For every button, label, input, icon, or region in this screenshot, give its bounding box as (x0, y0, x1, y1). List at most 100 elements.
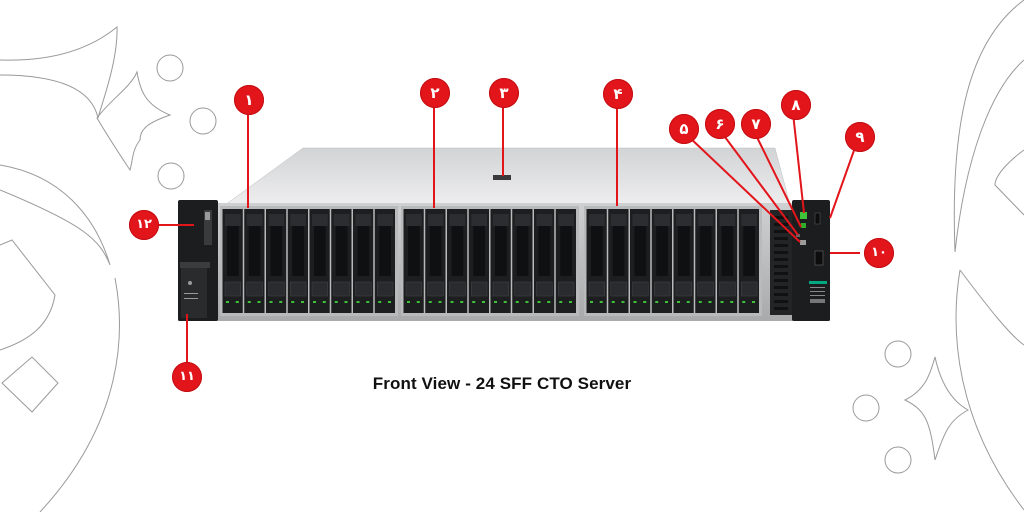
right-circle-2 (852, 394, 880, 422)
leader-line-5 (687, 135, 801, 243)
drive-led (742, 301, 746, 303)
callout-badge-1: ۱ (234, 85, 264, 115)
drive-tray (447, 209, 468, 313)
drive-bay-box-1 (220, 206, 398, 316)
vent-slot (774, 272, 788, 275)
callout-badge-8: ۸ (781, 90, 811, 120)
drive-led (416, 301, 420, 303)
left-ornament-shield (0, 239, 56, 351)
drive-led (515, 301, 519, 303)
drive-led (708, 301, 712, 303)
drive-led (720, 301, 724, 303)
right-ear (770, 200, 830, 321)
callout-badge-5: ۵ (669, 114, 699, 144)
drive-tray (608, 209, 629, 313)
drive-bay-box-2 (401, 206, 579, 316)
right-ornament-arc-1 (953, 0, 1024, 253)
vent-slot (774, 258, 788, 261)
callout-badge-2: ۲ (420, 78, 450, 108)
left-ornament-curve (39, 277, 120, 512)
drive-led (388, 301, 391, 303)
drive-led (621, 301, 625, 303)
drive-tray (331, 209, 352, 313)
left-ornament-star (96, 70, 172, 172)
callout-badge-12: ۱۲ (129, 210, 159, 240)
vent-slot (774, 237, 788, 240)
drive-led (482, 301, 485, 303)
drive-led (438, 301, 442, 303)
vent-slot (774, 279, 788, 282)
vent-slot (774, 286, 788, 289)
left-ear (178, 200, 218, 321)
vent-slot (774, 230, 788, 233)
drive-led (752, 301, 755, 303)
leader-line-7 (751, 126, 802, 228)
drive-led (269, 301, 273, 303)
drive-led (611, 301, 615, 303)
callout-badge-10: ۱۰ (864, 238, 894, 268)
usb-port (814, 250, 824, 266)
drive-tray (695, 209, 716, 313)
drive-led (450, 301, 454, 303)
vent-slot (774, 251, 788, 254)
drive-led (698, 301, 702, 303)
drive-tray (353, 209, 374, 313)
drive-cages (220, 206, 762, 316)
drive-led (334, 301, 338, 303)
vent-slot (774, 265, 788, 268)
drive-led (460, 301, 464, 303)
drive-led (291, 301, 295, 303)
left-ornament-wing (0, 164, 111, 266)
drive-led (643, 301, 647, 303)
drive-tray (651, 209, 672, 313)
callout-badge-3: ۳ (489, 78, 519, 108)
drive-tray (673, 209, 694, 313)
callout-badge-7: ۷ (741, 109, 771, 139)
drive-led (599, 301, 603, 303)
drive-led (366, 301, 370, 303)
drive-led (665, 301, 668, 303)
leader-line-8 (792, 112, 805, 214)
drive-tray (490, 209, 511, 313)
drive-tray (586, 209, 607, 313)
drive-led (226, 301, 229, 303)
vent-slot (774, 216, 788, 219)
drive-bay-box-3 (584, 206, 762, 316)
drive-tray (468, 209, 489, 313)
left-ornament-diamond (1, 356, 59, 413)
drive-led (590, 301, 593, 303)
drive-led (559, 301, 563, 303)
drive-led (686, 301, 690, 303)
drive-led (633, 301, 637, 303)
callout-badge-11: ۱۱ (172, 362, 202, 392)
drive-led (257, 301, 261, 303)
vent-slot (774, 307, 788, 310)
drive-led (344, 301, 348, 303)
drive-led (407, 301, 410, 303)
drive-tray (630, 209, 651, 313)
drive-led (569, 301, 572, 303)
drive-led (301, 301, 304, 303)
right-circle-1 (884, 340, 912, 368)
left-circle-1 (156, 54, 184, 82)
drive-led (428, 301, 432, 303)
drive-tray (287, 209, 308, 313)
drive-tray (374, 209, 395, 313)
drive-tray (244, 209, 265, 313)
figure-caption: Front View - 24 SFF CTO Server (372, 374, 632, 393)
vent-slot (774, 244, 788, 247)
callout-badge-6: ۶ (705, 109, 735, 139)
ilo-service-port (814, 212, 821, 225)
right-circle-3 (884, 446, 912, 474)
right-ornament-arc-3 (955, 269, 1024, 511)
drive-led (537, 301, 541, 303)
callout-badge-4: ۴ (603, 79, 633, 109)
drive-led (730, 301, 734, 303)
nic-status-led (796, 234, 800, 237)
drive-led (235, 301, 239, 303)
drive-led (279, 301, 283, 303)
drive-tray (425, 209, 446, 313)
drive-tray (717, 209, 738, 313)
